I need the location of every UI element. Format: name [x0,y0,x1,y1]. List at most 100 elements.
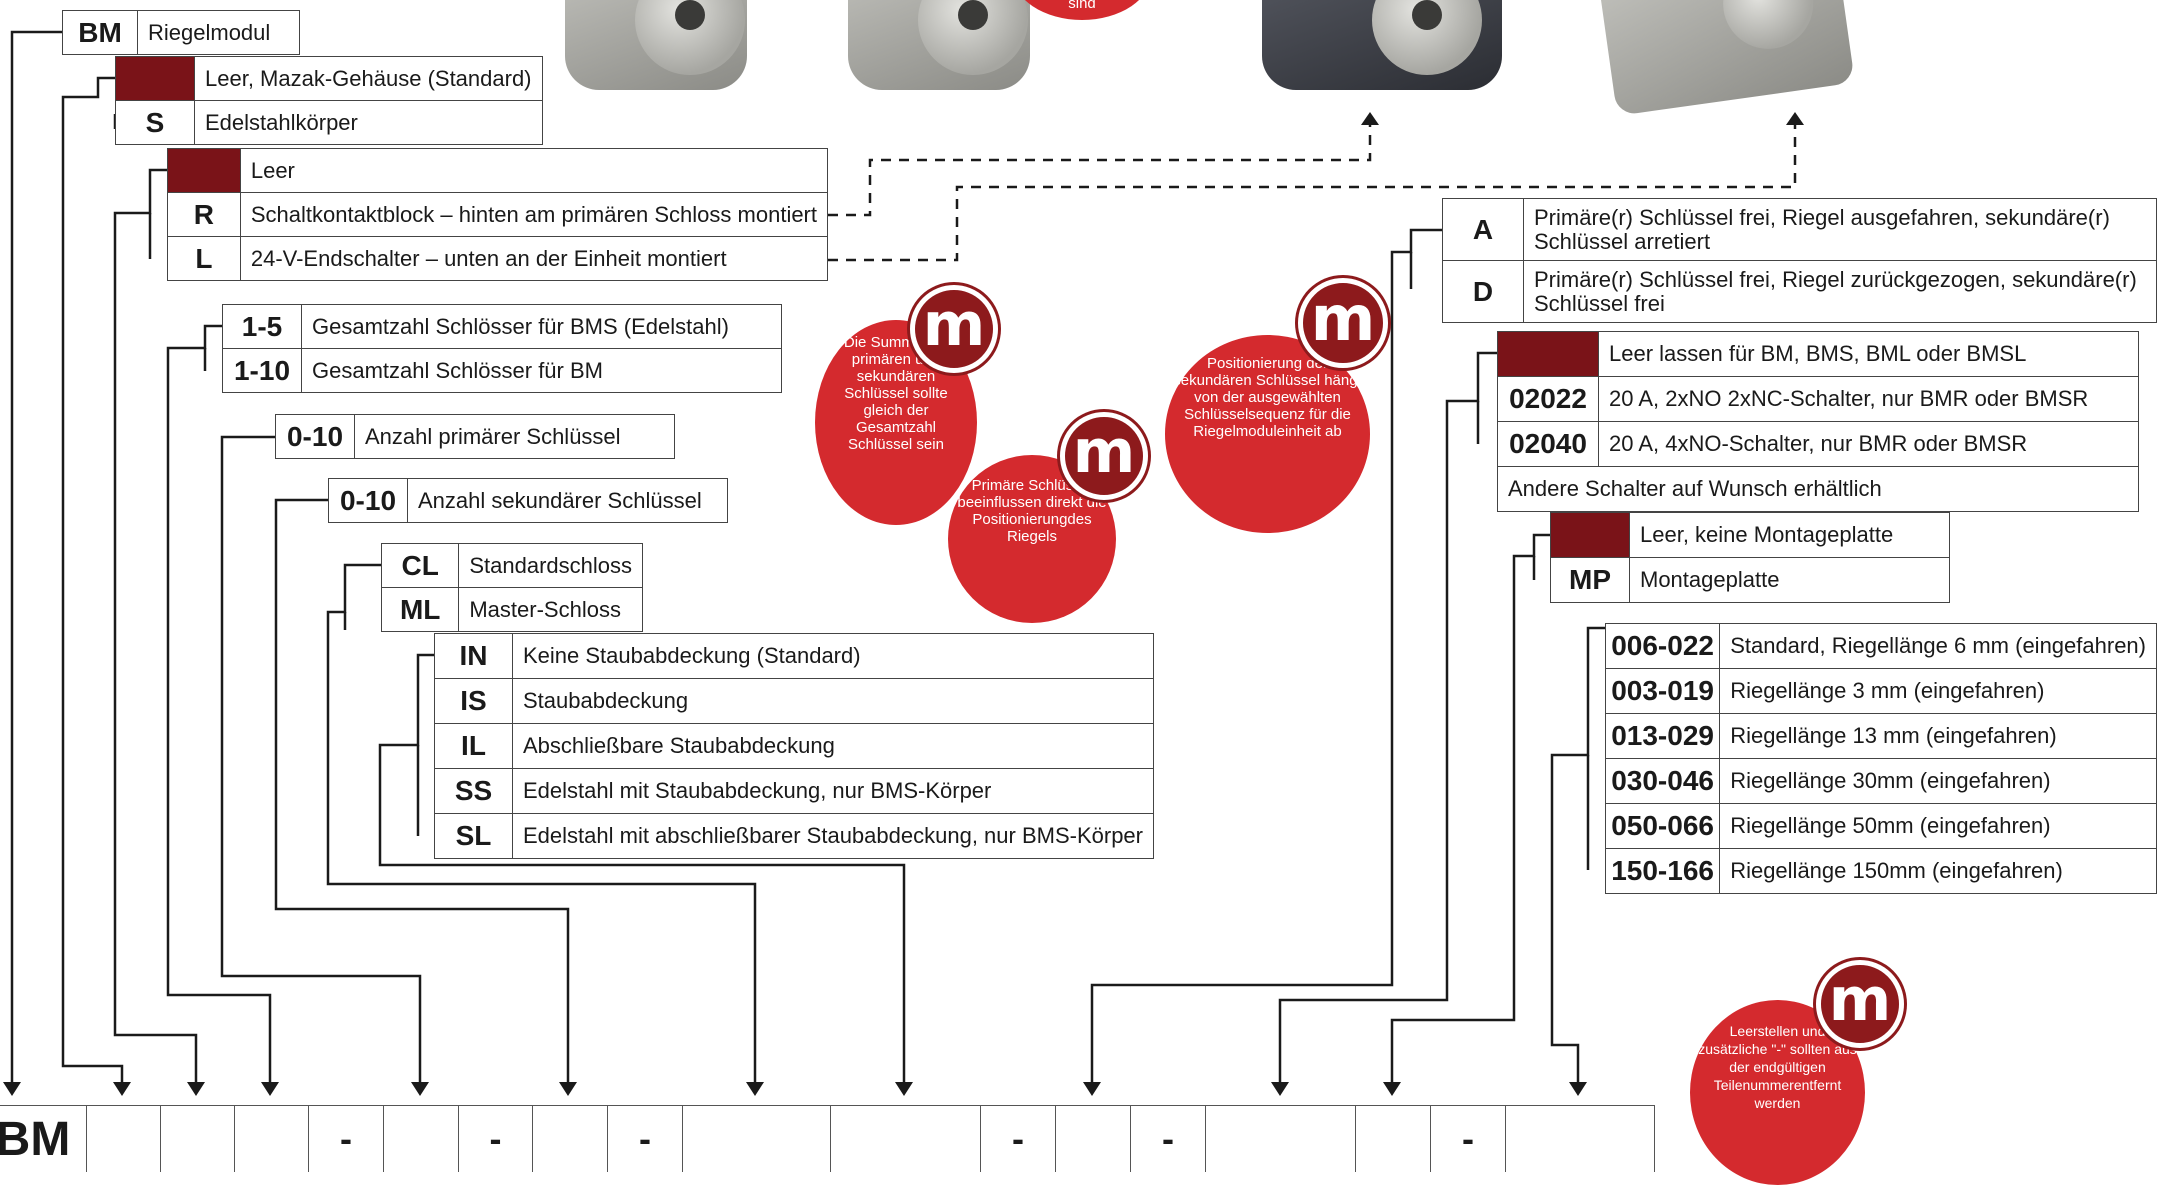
option-label: 20 A, 2xNO 2xNC-Schalter, nur BMR oder B… [1598,376,2139,422]
m-logo-icon: m [1816,960,1904,1048]
option-code: 0-10 [275,414,355,459]
option-code: 006-022 [1604,623,1721,669]
option-code: 003-019 [1604,668,1721,714]
option-code: 1-5 [222,304,302,349]
secondary-keys-table: 0-10 Anzahl sekundärer Schlüssel [328,478,728,523]
product-photo-3 [1262,0,1502,90]
switch-options-table: Leer R Schaltkontaktblock – hinten am pr… [167,148,829,281]
part-number-dash: - [1130,1105,1205,1172]
option-code: L [167,236,241,281]
part-number-dash: - [458,1105,532,1172]
option-code: 02022 [1497,376,1599,422]
product-photo-1 [565,0,747,90]
key-sequence-table: A Primäre(r) Schlüssel frei, Riegel ausg… [1442,198,2157,323]
part-number-dash: - [1430,1105,1505,1172]
option-label: Anzahl primärer Schlüssel [354,414,675,459]
option-label: Staubabdeckung [512,678,1154,724]
option-code: 0-10 [328,478,408,523]
part-number-slot [1205,1105,1355,1172]
option-label: Schaltkontaktblock – hinten am primären … [239,192,829,237]
option-code: 150-166 [1604,848,1721,894]
option-label: Leer, Mazak-Gehäuse (Standard) [194,56,543,101]
module-table: BM Riegelmodul [62,10,300,55]
option-label: Abschließbare Staubabdeckung [512,723,1154,769]
option-label: Leer lassen für BM, BMS, BML oder BMSL [1598,331,2139,377]
option-label: Gesamtzahl Schlösser für BM [301,348,782,393]
option-code: S [115,100,195,145]
option-label: Riegellänge 30mm (eingefahren) [1719,758,2157,804]
option-code: ML [380,587,460,632]
part-number-prefix: BM [0,1105,86,1172]
product-photo-2 [848,0,1030,90]
option-label: Riegellänge 50mm (eingefahren) [1719,803,2157,849]
option-code: 013-029 [1604,713,1721,759]
option-code: 1-10 [222,348,302,393]
option-code: 02040 [1497,421,1599,467]
option-label: Montageplatte [1629,557,1950,603]
part-number-slot [1355,1105,1430,1172]
option-code: MP [1550,557,1630,603]
part-number-slot [160,1105,234,1172]
part-number-dash: - [308,1105,383,1172]
m-logo-icon: m [910,285,998,373]
option-code: A [1442,198,1524,261]
lock-type-table: CL Standardschloss ML Master-Schloss [380,543,643,632]
part-number-slot [86,1105,160,1172]
m-logo-icon: m [1060,412,1148,500]
option-label: Primäre(r) Schlüssel frei, Riegel ausgef… [1523,198,2157,261]
body-options-table: Leer, Mazak-Gehäuse (Standard) S Edelsta… [115,56,543,145]
part-number-slot [383,1105,458,1172]
total-locks-table: 1-5 Gesamtzahl Schlösser für BMS (Edelst… [222,304,782,393]
option-code: IN [434,633,513,679]
option-code: 050-066 [1604,803,1721,849]
blank-cell [115,56,195,101]
option-label: Edelstahlkörper [194,100,543,145]
mounting-table: Leer, keine Montageplatte MP Montageplat… [1550,512,1950,603]
option-code: D [1442,260,1524,323]
option-label: Riegellänge 150mm (eingefahren) [1719,848,2157,894]
part-number-dash: - [607,1105,682,1172]
option-label: Riegellänge 13 mm (eingefahren) [1719,713,2157,759]
blank-cell [1550,512,1630,558]
option-label: Leer, keine Montageplatte [1629,512,1950,558]
option-label: Standard, Riegellänge 6 mm (eingefahren) [1719,623,2157,669]
option-label: Edelstahl mit abschließbarer Staubabdeck… [512,813,1154,859]
option-code: SL [434,813,513,859]
blank-cell [167,148,241,193]
part-number-slot [682,1105,830,1172]
part-number-slot [532,1105,607,1172]
primary-keys-table: 0-10 Anzahl primärer Schlüssel [275,414,675,459]
option-label: 24-V-Endschalter – unten an der Einheit … [239,236,829,281]
part-number-slot [1505,1105,1655,1172]
option-code: IL [434,723,513,769]
option-label: Edelstahl mit Staubabdeckung, nur BMS-Kö… [512,768,1154,814]
part-number-slot [1055,1105,1130,1172]
option-code: BM [62,10,138,55]
option-label: Riegellänge 3 mm (eingefahren) [1719,668,2157,714]
option-label: Riegelmodul [137,10,300,55]
bolt-length-table: 006-022 Standard, Riegellänge 6 mm (eing… [1604,623,2157,894]
option-label: Anzahl sekundärer Schlüssel [407,478,728,523]
option-label: Primäre(r) Schlüssel frei, Riegel zurück… [1523,260,2157,323]
option-code: IS [434,678,513,724]
option-label: Master-Schloss [458,587,643,632]
option-code: R [167,192,241,237]
option-label: Leer [239,148,829,193]
option-label: Keine Staubabdeckung (Standard) [512,633,1154,679]
part-number-dash: - [980,1105,1055,1172]
note-badge-position: Positionierung der sekundären Schlüssel … [1165,335,1370,533]
switch-type-table: Leer lassen für BM, BMS, BML oder BMSL 0… [1497,331,2139,512]
option-label: Gesamtzahl Schlösser für BMS (Edelstahl) [301,304,782,349]
switch-note: Andere Schalter auf Wunsch erhältlich [1497,466,2139,512]
option-label: Standardschloss [458,543,643,588]
m-logo-icon: m [1298,278,1388,368]
option-code: 030-046 [1604,758,1721,804]
blank-cell [1497,331,1599,377]
part-number-slot [830,1105,980,1172]
dust-cover-table: IN Keine Staubabdeckung (Standard) IS St… [434,633,1154,859]
option-label: 20 A, 4xNO-Schalter, nur BMR oder BMSR [1598,421,2139,467]
part-number-slot [234,1105,308,1172]
option-code: SS [434,768,513,814]
option-code: CL [380,543,460,588]
